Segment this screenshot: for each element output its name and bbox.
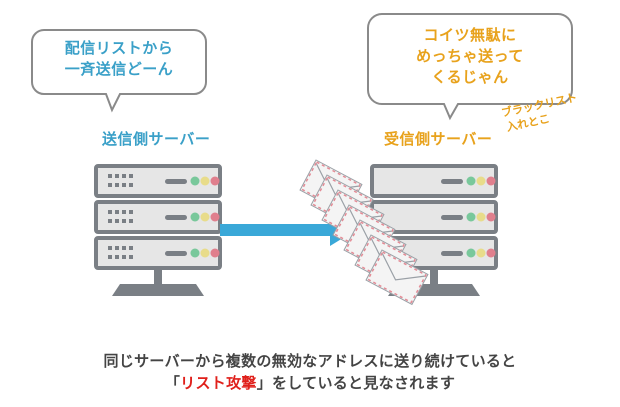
receiver-bubble-line: めっちゃ送って: [416, 47, 524, 65]
envelope-icon: [365, 249, 429, 306]
server-unit: [94, 200, 222, 234]
sender-server: [94, 164, 222, 296]
sender-bubble-text: 配信リストから 一斉送信どーん: [36, 38, 202, 80]
server-unit: [370, 164, 498, 198]
receiver-bubble-line: コイツ無駄に: [423, 26, 517, 44]
caption-line-2: 「リスト攻撃」をしていると見なされます: [0, 372, 620, 393]
sender-bubble-line: 配信リストから: [64, 39, 174, 57]
caption-line-1: 同じサーバーから複数の無効なアドレスに送り続けていると: [103, 352, 517, 370]
receiver-bubble-text: コイツ無駄に めっちゃ送って くるじゃん: [372, 25, 568, 88]
envelope-pile: [299, 159, 429, 306]
caption-rest: 」をしていると見なされます: [256, 374, 456, 392]
caption-open-bracket: 「: [164, 374, 181, 392]
caption-highlight: リスト攻撃: [180, 374, 257, 392]
sender-server-label: 送信側サーバー: [102, 130, 211, 148]
server-unit: [94, 236, 222, 270]
server-unit: [370, 200, 498, 234]
sender-speech-bubble: [31, 29, 207, 113]
sender-bubble-line: 一斉送信どーん: [64, 60, 174, 78]
receiver-speech-bubble: [367, 13, 573, 121]
server-unit: [94, 164, 222, 198]
receiver-server-label: 受信側サーバー: [384, 130, 493, 148]
receiver-bubble-line: くるじゃん: [431, 68, 509, 86]
